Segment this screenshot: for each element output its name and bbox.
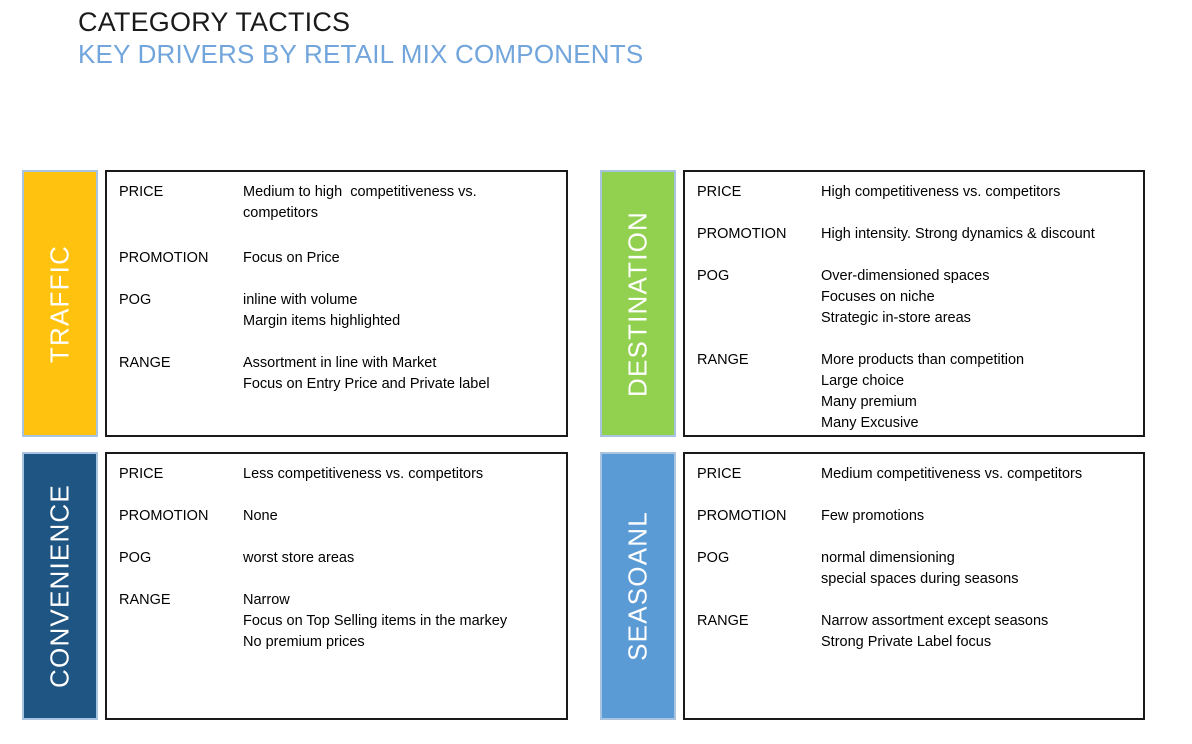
tactics-row-values: Less competitiveness vs. competitors: [243, 464, 558, 485]
tactics-row-value-line: Strong Private Label focus: [821, 634, 992, 650]
tactics-row-value-line: Assortment in line with Market: [243, 355, 437, 371]
slide-header: CATEGORY TACTICS KEY DRIVERS BY RETAIL M…: [78, 6, 1128, 70]
tactics-row-value-line: Narrow assortment except seasons: [821, 613, 1049, 629]
tactics-row-value-line: Few promotions: [821, 508, 925, 524]
tactics-panel: PRICE Less competitiveness vs. competitor…: [105, 452, 568, 720]
tactics-row-key: RANGE: [119, 355, 171, 371]
tactics-row-key: RANGE: [697, 613, 749, 629]
tactics-row-value-line: worst store areas: [243, 550, 355, 566]
tactics-row-key: PRICE: [697, 466, 742, 482]
tactics-row-key: RANGE: [697, 352, 749, 368]
tactics-row-values: Focus on Price: [243, 248, 558, 269]
quadrant-convenience: CONVENIENCE PRICE Less competitiveness vs.…: [22, 452, 568, 720]
tactics-row-value-line: Focuses on niche: [821, 289, 935, 305]
tactics-row-value-line: inline with volume: [243, 292, 358, 308]
tactics-panel: PRICE High competitiveness vs. competitor…: [683, 170, 1145, 437]
tactics-row-value-line: No premium prices: [243, 634, 365, 650]
tactics-row-value-line: Medium to high competitiveness vs.: [243, 184, 477, 200]
category-tab-destination[interactable]: DESTINATION: [600, 170, 676, 437]
tactics-row-key: RANGE: [119, 592, 171, 608]
tactics-row-values: Few promotions: [821, 506, 1135, 527]
tactics-row-value-line: Large choice: [821, 373, 905, 389]
tactics-row-value-line: special spaces during seasons: [821, 571, 1019, 587]
tactics-row: POG normal dimensioning special spaces dur…: [697, 548, 1135, 590]
tactics-row-values: High intensity. Strong dynamics & discou…: [821, 224, 1135, 245]
category-tab-label: DESTINATION: [622, 210, 653, 397]
tactics-row-value-line: Many Excusive: [821, 415, 919, 431]
tactics-row-values: High competitiveness vs. competitors: [821, 182, 1135, 203]
tactics-row: PROMOTION Focus on Price: [119, 248, 558, 269]
tactics-row-value-line: None: [243, 508, 278, 524]
tactics-row-value-line: Strategic in-store areas: [821, 310, 971, 326]
tactics-row-value-line: High competitiveness vs. competitors: [821, 184, 1061, 200]
tactics-row: POG worst store areas: [119, 548, 558, 569]
quadrant-seasoanl: SEASOANL PRICE Medium competitiveness vs. …: [600, 452, 1145, 720]
tactics-row: PRICE Medium competitiveness vs. competit…: [697, 464, 1135, 485]
tactics-row-value-line: normal dimensioning: [821, 550, 955, 566]
tactics-row: PROMOTION Few promotions: [697, 506, 1135, 527]
tactics-row-value-line: Over-dimensioned spaces: [821, 268, 990, 284]
tactics-row-list: PRICE Medium to high competitiveness vs. c…: [107, 172, 566, 435]
tactics-row: PRICE Medium to high competitiveness vs. c…: [119, 182, 558, 224]
tactics-row-list: PRICE Medium competitiveness vs. competit…: [685, 454, 1143, 718]
category-tab-label: CONVENIENCE: [44, 484, 75, 688]
tactics-row-value-line: Focus on Price: [243, 250, 340, 266]
tactics-row-values: Medium competitiveness vs. competitors: [821, 464, 1135, 485]
tactics-row-values: normal dimensioning special spaces during…: [821, 548, 1135, 590]
tactics-row-values: worst store areas: [243, 548, 558, 569]
tactics-row-value-line: Medium competitiveness vs. competitors: [821, 466, 1083, 482]
tactics-row-key: POG: [697, 550, 730, 566]
tactics-row-value-line: Focus on Top Selling items in the markey: [243, 613, 508, 629]
tactics-row-value-line: Less competitiveness vs. competitors: [243, 466, 484, 482]
page-subtitle: KEY DRIVERS BY RETAIL MIX COMPONENTS: [78, 39, 644, 69]
tactics-row: PRICE High competitiveness vs. competitor…: [697, 182, 1135, 203]
tactics-row-value-line: High intensity. Strong dynamics & discou…: [821, 226, 1095, 242]
tactics-row-key: PROMOTION: [119, 508, 209, 524]
tactics-row-value-line: competitors: [243, 205, 318, 221]
category-tab-convenience[interactable]: CONVENIENCE: [22, 452, 98, 720]
tactics-row-key: PROMOTION: [119, 250, 209, 266]
tactics-row: PROMOTION None: [119, 506, 558, 527]
tactics-row-list: PRICE Less competitiveness vs. competitor…: [107, 454, 566, 718]
tactics-panel: PRICE Medium to high competitiveness vs. c…: [105, 170, 568, 437]
tactics-row-value-line: Many premium: [821, 394, 917, 410]
tactics-row-value-line: Margin items highlighted: [243, 313, 401, 329]
tactics-row-key: POG: [697, 268, 730, 284]
tactics-row-values: None: [243, 506, 558, 527]
tactics-row-key: PRICE: [697, 184, 742, 200]
category-tab-seasoanl[interactable]: SEASOANL: [600, 452, 676, 720]
category-tab-traffic[interactable]: TRAFFIC: [22, 170, 98, 437]
page-title: CATEGORY TACTICS: [78, 7, 351, 37]
tactics-row-value-line: Focus on Entry Price and Private label: [243, 376, 490, 392]
tactics-row-key: PROMOTION: [697, 226, 787, 242]
category-tab-label: SEASOANL: [622, 511, 653, 661]
tactics-row-value-line: Narrow: [243, 592, 290, 608]
quadrant-traffic: TRAFFIC PRICE Medium to high competitivene…: [22, 170, 568, 437]
tactics-row-key: PRICE: [119, 184, 164, 200]
tactics-row-values: Medium to high competitiveness vs. compet…: [243, 182, 558, 224]
tactics-panel: PRICE Medium competitiveness vs. competit…: [683, 452, 1145, 720]
tactics-row: PRICE Less competitiveness vs. competitor…: [119, 464, 558, 485]
tactics-row-key: PRICE: [119, 466, 164, 482]
quadrant-destination: DESTINATION PRICE High competitiveness vs.…: [600, 170, 1145, 437]
tactics-row-list: PRICE High competitiveness vs. competitor…: [685, 172, 1143, 435]
tactics-row: PROMOTION High intensity. Strong dynamics…: [697, 224, 1135, 245]
tactics-row-key: PROMOTION: [697, 508, 787, 524]
tactics-row-key: POG: [119, 550, 152, 566]
tactics-row-key: POG: [119, 292, 152, 308]
tactics-row-value-line: More products than competition: [821, 352, 1025, 368]
category-tab-label: TRAFFIC: [44, 244, 75, 363]
